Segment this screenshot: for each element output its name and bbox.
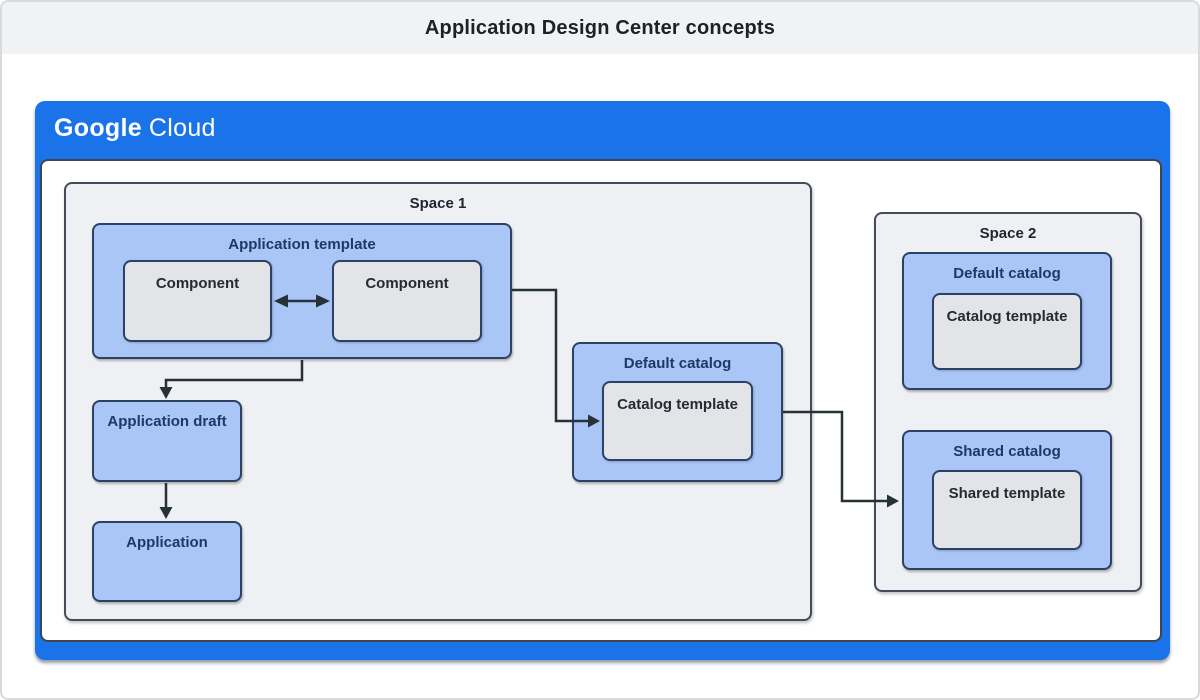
catalog-template-space1-box: Catalog template [602,381,753,461]
component-right-label: Component [365,275,449,292]
default-catalog-space1-label: Default catalog [623,355,732,372]
application-label: Application [126,534,208,551]
application-box: Application [92,521,242,602]
application-draft-label: Application draft [107,413,227,430]
shared-template-label: Shared template [948,485,1066,502]
catalog-template-space1-label: Catalog template [617,396,738,413]
cloud-wordmark: Cloud [148,114,216,142]
application-draft-box: Application draft [92,400,242,482]
space-2-label: Space 2 [979,225,1037,242]
component-right-box: Component [332,260,482,342]
shared-catalog-label: Shared catalog [953,443,1061,460]
shared-template-box: Shared template [932,470,1082,550]
component-left-box: Component [123,260,272,342]
page-title: Application Design Center concepts [424,16,776,39]
default-catalog-space2-label: Default catalog [953,265,1061,282]
header-band: Application Design Center concepts [2,2,1198,54]
space-1-label: Space 1 [409,195,467,212]
component-left-label: Component [155,275,240,292]
catalog-template-space2-box: Catalog template [932,293,1082,370]
google-wordmark: Google [54,114,142,142]
application-template-label: Application template [228,236,376,253]
catalog-template-space2-label: Catalog template [946,308,1068,325]
